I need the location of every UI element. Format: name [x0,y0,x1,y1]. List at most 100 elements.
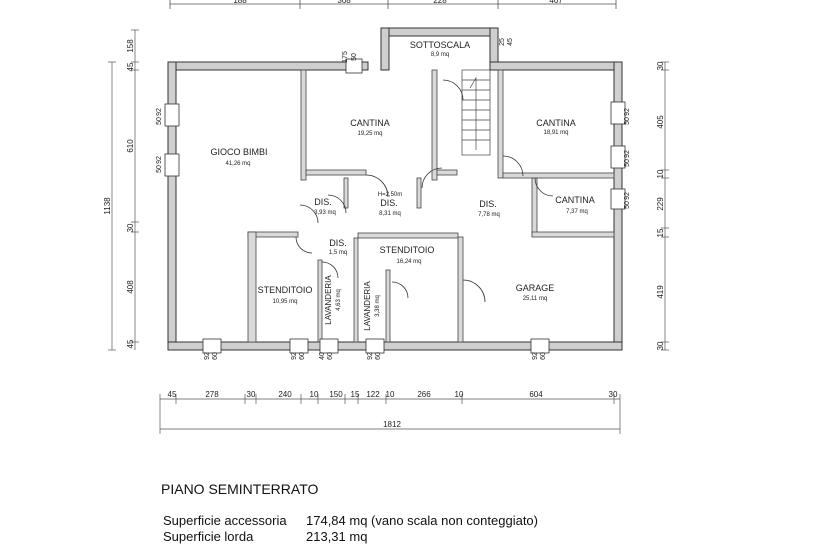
opening-dim: 60 [299,352,306,360]
left-dim-outer: 1138 [103,197,112,215]
room-area-gioco-bimbi: 41,26 mq [225,161,250,167]
opening-dim: 60 [327,352,334,360]
room-area-dis-1: 3,93 mq [314,210,336,216]
right-dimension-lines [661,61,669,351]
room-area-dis-3: 7,78 mq [478,212,500,218]
bottom-dim-4: 240 [278,390,292,399]
room-name-sottoscala: SOTTOSCALA [410,40,470,50]
surface-accessoria-value: 174,84 mq (vano scala non conteggiato) [306,513,538,528]
room-area-cantina-2: 18,91 mq [543,130,568,136]
bottom-dim-9: 10 [386,390,395,399]
opening-dim: 175 [342,51,349,63]
room-name-cantina-1: CANTINA [350,118,390,128]
opening-dim: 50 [351,53,358,61]
room-area-dis-4: 1,5 mq [329,250,347,256]
bottom-dim-6: 150 [329,390,343,399]
room-name-cantina-3: CANTINA [555,195,595,205]
room-name-gioco-bimbi: GIOCO BIMBI [210,147,267,157]
left-dim-4: 408 [126,280,135,294]
bottom-dim-13: 30 [609,390,618,399]
top-dim-4: 467 [549,0,563,5]
opening-dim: 50 [156,117,163,125]
room-name-stenditoio-1: STENDITOIO [380,245,435,255]
right-dim-1: 30 [656,61,665,70]
opening-dim: 25 [499,38,506,46]
opening-dim: 45 [507,38,514,46]
opening-dim: 60 [212,352,219,360]
staircase [461,69,491,156]
bottom-dim-11: 10 [455,390,464,399]
opening-dim: 50 [156,165,163,173]
opening-dim: 92 [156,156,163,164]
opening-dim: 92 [367,352,374,360]
exterior-walls [167,27,623,351]
bottom-dim-1: 45 [168,390,177,399]
opening-dim: 92 [624,192,631,200]
opening-dim: 40 [319,352,326,360]
room-name-garage: GARAGE [516,283,555,293]
top-dim-2: 368 [337,0,351,5]
room-area-stenditoio-1: 16,24 mq [396,259,421,265]
window-openings [164,58,626,354]
room-area-sottoscala: 8,9 mq [431,52,449,58]
right-dim-6: 419 [656,285,665,299]
room-area-lavanderia-1: 4,63 mq [336,289,342,311]
bottom-dim-3: 30 [247,390,256,399]
opening-dim: 92 [624,108,631,116]
floor-title: PIANO SEMINTERRATO [161,481,319,497]
bottom-dim-8: 122 [366,390,380,399]
bottom-dim-2: 278 [205,390,219,399]
room-area-stenditoio-2: 10,95 mq [272,299,297,305]
room-name-dis-3: DIS. [479,199,497,209]
top-dimension-line [169,0,617,9]
opening-dim: 92 [291,352,298,360]
opening-dim: 60 [375,352,382,360]
room-height-dis-2: H=2,50m [378,192,403,198]
right-dim-3: 10 [656,169,665,178]
top-dim-1: 188 [233,0,247,5]
room-area-lavanderia-2: 3,38 mq [375,295,381,317]
bottom-dim-12: 604 [529,390,543,399]
room-name-lavanderia-1: LAVANDERIA [324,275,333,325]
interior-walls [247,69,615,343]
top-dim-3: 228 [433,0,447,5]
right-dim-4: 229 [656,197,665,211]
bottom-dimension-lines [159,394,621,434]
opening-dim: 92 [532,352,539,360]
total-width-dim: 1812 [383,420,401,429]
right-dim-5: 15 [656,228,665,237]
opening-dim: 50 [624,117,631,125]
bottom-dim-7: 15 [351,390,360,399]
room-area-cantina-3: 7,37 mq [566,209,588,215]
opening-dim: 92 [156,108,163,116]
surface-accessoria-label: Superficie accessoria [163,513,287,528]
right-dim-2: 405 [656,115,665,129]
room-name-stenditoio-2: STENDITOIO [258,285,313,295]
room-name-dis-1: DIS. [314,197,332,207]
room-name-dis-2: DIS. [380,198,398,208]
left-dim-2: 610 [126,139,135,153]
opening-dim: 60 [540,352,547,360]
opening-dim: 50 [624,159,631,167]
surface-lorda-label: Superficie lorda [163,529,254,544]
left-dim-top: 158 [126,39,135,53]
opening-dim: 92 [204,352,211,360]
left-dim-3: 30 [126,223,135,232]
room-area-dis-2: 8,31 mq [379,211,401,217]
opening-dim: 50 [624,201,631,209]
left-dim-5: 45 [126,339,135,348]
room-name-dis-4: DIS. [329,238,347,248]
surface-lorda-value: 213,31 mq [306,529,368,544]
door-swings [295,79,554,303]
bottom-dim-10: 266 [417,390,431,399]
room-name-cantina-2: CANTINA [536,118,576,128]
room-area-garage: 25,11 mq [523,296,548,302]
right-dim-7: 30 [656,341,665,350]
room-name-lavanderia-2: LAVANDERIA [363,281,372,331]
room-area-cantina-1: 19,25 mq [357,131,382,137]
left-dim-1: 45 [126,62,135,71]
bottom-dim-5: 10 [310,390,319,399]
opening-dim: 92 [624,150,631,158]
left-dimension-lines [108,29,139,351]
